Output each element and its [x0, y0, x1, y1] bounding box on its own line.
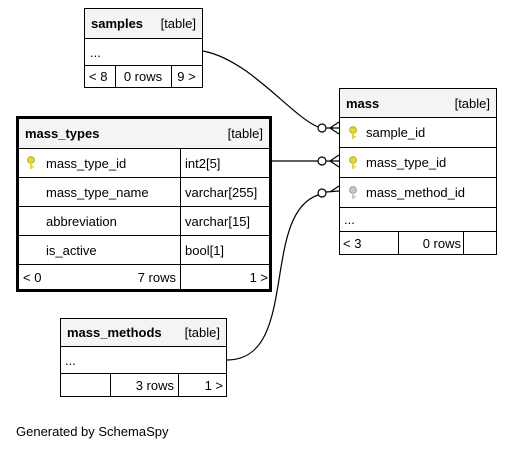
prev-link[interactable]: < 8: [89, 69, 108, 84]
generated-by-caption: Generated by SchemaSpy: [16, 424, 169, 439]
ellipsis: ...: [65, 352, 76, 368]
column-row-mass-type-id[interactable]: mass_type_id: [340, 148, 496, 178]
mass-table[interactable]: mass [table] sample_id mass_type_id mass…: [339, 88, 497, 255]
mass-types-header: mass_types [table]: [19, 119, 269, 149]
table-type: [table]: [227, 126, 263, 141]
column-name: mass_type_id: [366, 155, 447, 170]
column-name: abbreviation: [46, 213, 117, 229]
mass-footer: < 3 0 rows: [340, 232, 496, 254]
prev-link[interactable]: < 0: [23, 269, 42, 285]
samples-header: samples [table]: [85, 9, 202, 39]
column-datatype: bool[1]: [185, 242, 225, 258]
table-name: samples: [91, 16, 144, 31]
column-row-sample-id[interactable]: sample_id: [340, 118, 496, 148]
link-mass-methods-to-mass: [226, 194, 319, 361]
prev-link[interactable]: < 3: [343, 235, 362, 251]
link-samples-to-mass-crowfoot: [326, 121, 340, 135]
ellipsis: ...: [90, 44, 101, 60]
column-name: mass_type_id: [46, 155, 127, 171]
column-name: mass_method_id: [366, 185, 465, 200]
mass-methods-table[interactable]: mass_methods [table] ... 3 rows 1 >: [60, 318, 227, 397]
mass-methods-ellipsis-row: ...: [61, 347, 226, 374]
next-link[interactable]: 9 >: [177, 69, 196, 84]
samples-table[interactable]: samples [table] ... < 8 0 rows 9 >: [84, 8, 203, 88]
column-datatype: varchar[15]: [185, 213, 251, 229]
link-samples-to-mass: [202, 50, 319, 128]
primary-key-icon: [348, 118, 358, 147]
ellipsis: ...: [344, 212, 355, 227]
column-datatype: int2[5]: [185, 155, 221, 171]
next-link[interactable]: 1 >: [249, 269, 268, 285]
link-mass-types-to-mass-optional: [317, 156, 327, 166]
link-mass-types-to-mass-crowfoot: [326, 154, 340, 168]
column-name: sample_id: [366, 125, 426, 140]
row-count: 0 rows: [422, 235, 461, 251]
link-mass-methods-to-mass-optional: [317, 188, 327, 198]
column-row-mass-type-name[interactable]: mass_type_name varchar[255]: [19, 178, 269, 207]
samples-ellipsis-row: ...: [85, 39, 202, 66]
mass-header: mass [table]: [340, 89, 496, 118]
mass-types-table[interactable]: mass_types [table] mass_type_id int2[5] …: [16, 116, 272, 292]
table-name: mass_types: [25, 126, 100, 141]
column-datatype: varchar[255]: [185, 184, 258, 200]
prev-link[interactable]: [64, 374, 110, 396]
table-name: mass_methods: [67, 325, 162, 340]
column-row-mass-method-id[interactable]: mass_method_id: [340, 178, 496, 208]
column-row-mass-type-id[interactable]: mass_type_id int2[5]: [19, 149, 269, 178]
mass-types-footer: < 0 7 rows 1 >: [19, 265, 269, 289]
next-link[interactable]: 1 >: [204, 377, 223, 393]
row-count: 7 rows: [137, 269, 176, 285]
samples-footer: < 8 0 rows 9 >: [85, 66, 202, 87]
row-count: 0 rows: [123, 69, 163, 84]
next-link[interactable]: [463, 232, 496, 254]
table-type: [table]: [184, 325, 220, 340]
link-mass-methods-to-mass-crowfoot: [325, 185, 340, 193]
row-count: 3 rows: [135, 377, 174, 393]
mass-methods-footer: 3 rows 1 >: [61, 374, 226, 396]
table-type: [table]: [454, 95, 490, 111]
table-type: [table]: [160, 16, 196, 31]
column-name: is_active: [46, 242, 97, 258]
link-samples-to-mass-optional: [317, 123, 327, 133]
primary-key-icon: [26, 149, 36, 177]
mass-ellipsis-row: ...: [340, 208, 496, 232]
primary-key-icon: [348, 148, 358, 177]
column-row-abbreviation[interactable]: abbreviation varchar[15]: [19, 207, 269, 236]
column-name: mass_type_name: [46, 184, 149, 200]
table-name: mass: [346, 95, 380, 111]
mass-methods-header: mass_methods [table]: [61, 319, 226, 347]
column-row-is-active[interactable]: is_active bool[1]: [19, 236, 269, 265]
foreign-key-icon: [348, 178, 358, 207]
